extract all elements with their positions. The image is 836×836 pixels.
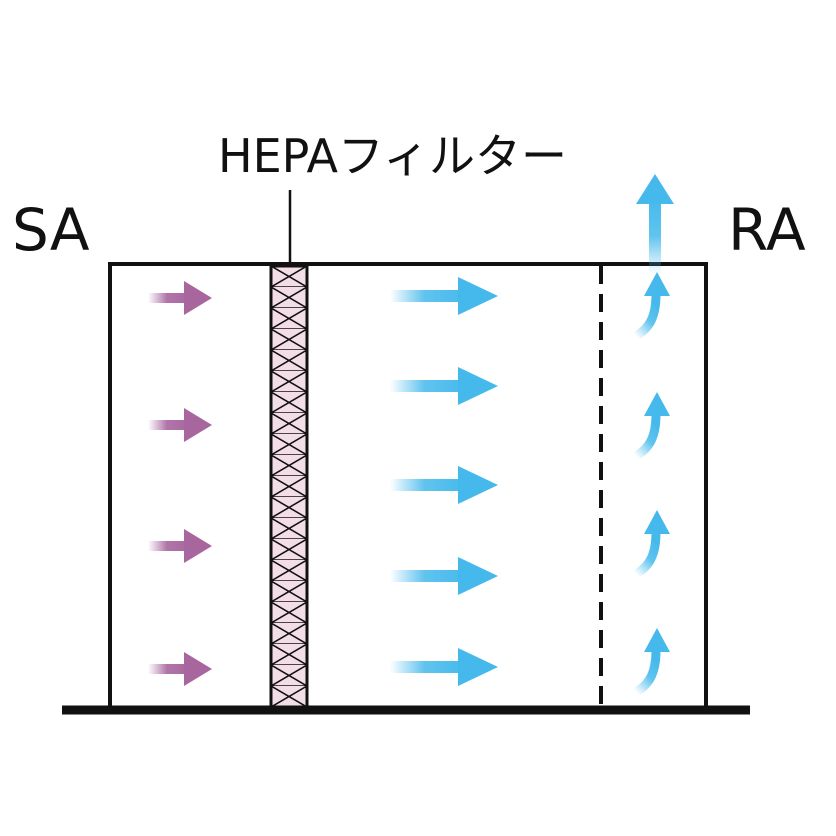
- flow-arrow: [390, 367, 498, 405]
- supply-arrow: [148, 281, 212, 315]
- supply-arrow: [148, 529, 212, 563]
- exhaust-arrow: [636, 174, 674, 274]
- flow-arrow: [390, 277, 498, 315]
- hepa-filter-label: HEPAフィルター: [218, 129, 567, 183]
- supply-air-label: SA: [12, 196, 90, 264]
- supply-arrows: [148, 281, 212, 686]
- hepa-filter: [269, 264, 309, 710]
- return-curve-arrow: [631, 272, 670, 341]
- return-curve-arrow: [631, 628, 670, 697]
- flow-arrow: [390, 648, 498, 686]
- flow-arrow: [390, 466, 498, 504]
- return-curve-arrow: [631, 392, 670, 461]
- return-air-label: RA: [728, 196, 806, 264]
- flow-arrows: [390, 277, 498, 686]
- supply-arrow: [148, 408, 212, 442]
- return-curve-arrow: [631, 510, 670, 579]
- supply-arrow: [148, 652, 212, 686]
- return-arrows: [631, 272, 670, 697]
- flow-arrow: [390, 557, 498, 595]
